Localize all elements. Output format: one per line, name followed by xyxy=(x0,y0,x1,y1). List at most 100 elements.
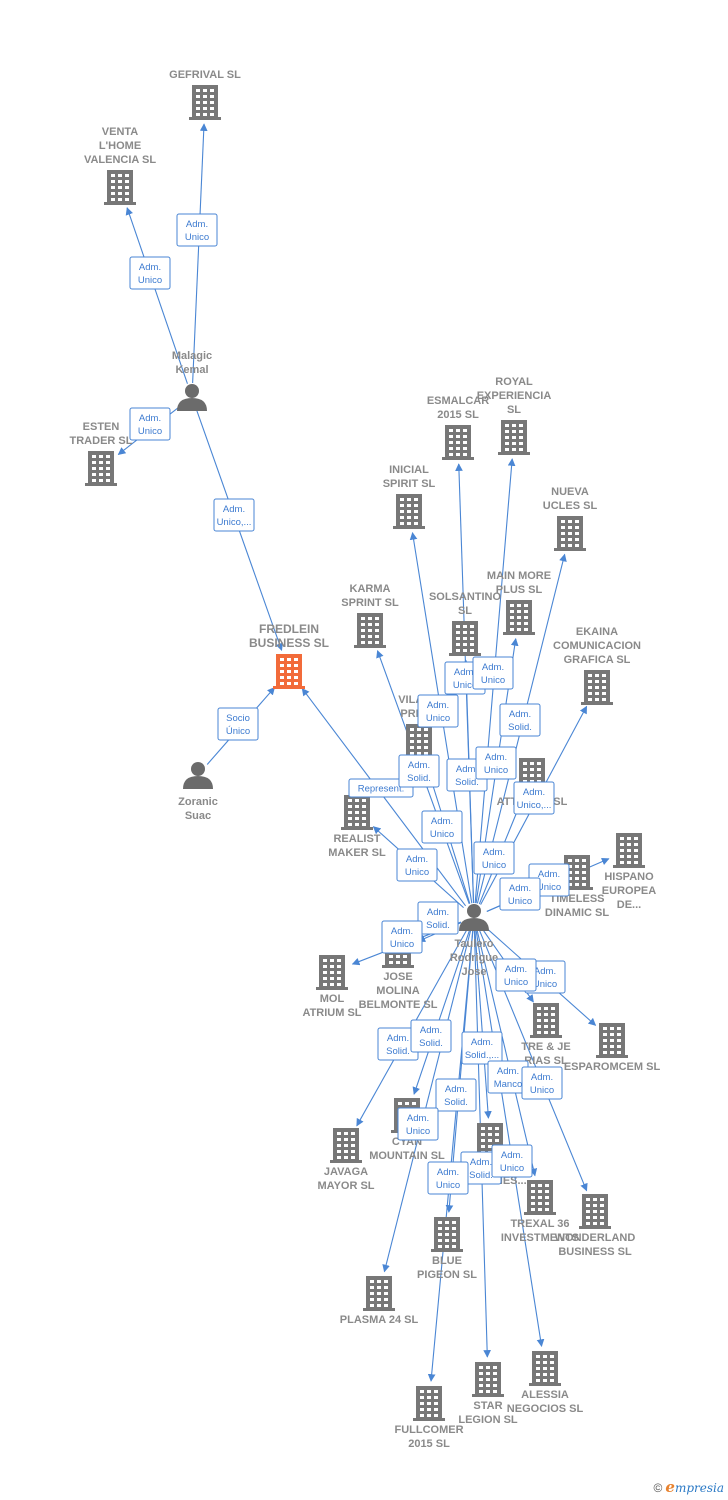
edge-label-taulero-fullcomer[interactable]: Adm.Unico xyxy=(427,1161,469,1195)
edge-label-taulero-fredlein[interactable]: Represent. xyxy=(348,778,414,798)
building-icon-fullcomer xyxy=(413,1386,445,1421)
svg-text:Adm.: Adm. xyxy=(509,709,531,720)
building-icon-gefrival xyxy=(189,85,221,120)
edge-label-taulero-karma[interactable]: Adm.Solid. xyxy=(398,754,440,788)
building-icon-bluepigeon xyxy=(431,1217,463,1252)
node-label-esten: ESTEN xyxy=(83,421,120,433)
svg-text:Unico: Unico xyxy=(484,765,508,776)
svg-text:Adm.: Adm. xyxy=(531,1072,553,1083)
svg-text:Solid.: Solid. xyxy=(386,1046,410,1057)
node-plasma[interactable]: PLASMA 24 SL xyxy=(340,1276,419,1326)
svg-text:Adm.: Adm. xyxy=(538,869,560,880)
edge-label-taulero-nueva[interactable]: Adm. Solid. xyxy=(499,703,541,737)
person-icon-zoranic xyxy=(183,762,213,789)
edge-label-taulero-josemolina[interactable]: Adm.Solid. xyxy=(417,901,459,935)
edge-label-taulero-bluepigeon[interactable]: Adm.Solid. xyxy=(435,1078,477,1112)
edge-label-taulero-cyan[interactable]: Adm.Solid. xyxy=(410,1019,452,1053)
edge-label-malagic-esten[interactable]: Adm.Unico xyxy=(129,407,171,441)
edge-label-taulero-attitude[interactable]: Adm.Unico xyxy=(473,841,515,875)
svg-text:Unico: Unico xyxy=(508,896,532,907)
node-label-taulero: Jose xyxy=(461,966,486,978)
building-icon-realist xyxy=(341,795,373,830)
edge-label-taulero-realist[interactable]: Adm.Unico xyxy=(396,848,438,882)
node-label-esmalcar: ESMALCAR xyxy=(427,395,489,407)
edge-label-taulero-mainmore[interactable]: Adm.Unico xyxy=(475,746,517,780)
edge-label-malagic-gefrival[interactable]: Adm.Unico xyxy=(176,213,218,247)
node-esparomcem[interactable]: ESPAROMCEM SL xyxy=(564,1023,661,1073)
building-icon-trexal xyxy=(524,1180,556,1215)
node-label-wonderland: BUSINESS SL xyxy=(558,1246,632,1258)
edge-label-malagic-fredlein[interactable]: Adm.Unico,... xyxy=(213,498,255,532)
edge-label-taulero-vilano[interactable]: Adm.Unico xyxy=(421,810,463,844)
svg-text:Solid.: Solid. xyxy=(455,777,479,788)
edge-label-taulero-alessia[interactable]: Adm.Unico xyxy=(491,1144,533,1178)
node-label-taulero: Taulero xyxy=(455,938,494,950)
svg-text:Unico: Unico xyxy=(185,232,209,243)
node-label-josemolina: MOLINA xyxy=(376,985,419,997)
building-icon-treje xyxy=(530,1003,562,1038)
node-label-malagic: Kemal xyxy=(175,364,208,376)
edge-taulero-to-plasma xyxy=(382,930,472,1273)
edge-label-taulero-wonderland[interactable]: Adm.Unico xyxy=(521,1066,563,1100)
brand-logo: empresia xyxy=(665,1478,724,1496)
node-label-solsantino: SL xyxy=(458,605,472,617)
edge-label-malagic-venta[interactable]: Adm.Unico xyxy=(129,256,171,290)
svg-text:Unico,...: Unico,... xyxy=(517,800,552,811)
node-label-karma: SPRINT SL xyxy=(341,597,399,609)
edge-label-taulero-mol[interactable]: Adm.Unico xyxy=(381,920,423,954)
svg-text:Solid.: Solid. xyxy=(407,773,431,784)
edge-label-taulero-star[interactable]: Adm.Solid. xyxy=(460,1151,502,1185)
node-label-royal: EXPERIENCIA xyxy=(477,390,552,402)
node-label-bluepigeon: PIGEON SL xyxy=(417,1269,477,1281)
svg-text:Unico: Unico xyxy=(405,867,429,878)
footer-brand[interactable]: ©empresia xyxy=(654,1478,724,1496)
svg-text:Unico: Unico xyxy=(436,1180,460,1191)
edge-label-taulero-royal[interactable]: Adm.Unico xyxy=(472,656,514,690)
edge-label-taulero-plasma[interactable]: Adm.Unico xyxy=(397,1107,439,1141)
svg-text:Solid.: Solid. xyxy=(444,1097,468,1108)
building-icon-plasma xyxy=(363,1276,395,1311)
svg-text:Unico: Unico xyxy=(482,860,506,871)
svg-text:Solid.: Solid. xyxy=(508,722,532,733)
edge-label-taulero-gestiones[interactable]: Adm.Solid.,... xyxy=(461,1031,503,1065)
svg-text:Unico: Unico xyxy=(537,882,561,893)
edge-label-taulero-inicial[interactable]: Adm.Unico xyxy=(417,694,459,728)
svg-text:Adm.: Adm. xyxy=(497,1066,519,1077)
node-hispano[interactable]: HISPANOEUROPEADE... xyxy=(602,833,656,911)
node-label-realist: REALIST xyxy=(333,833,380,845)
edge-label-taulero-esparomcem[interactable]: Adm.Unico xyxy=(495,958,537,992)
edge-label-taulero-javaga[interactable]: Adm.Solid. xyxy=(377,1027,419,1061)
copyright-symbol: © xyxy=(653,1481,663,1495)
edge-label-taulero-timeless[interactable]: Adm.Unico xyxy=(499,877,541,911)
edge-label-taulero-ekaina[interactable]: Adm.Unico,... xyxy=(513,781,555,815)
person-icon-malagic xyxy=(177,384,207,411)
node-gefrival[interactable]: GEFRIVAL SL xyxy=(169,69,241,120)
